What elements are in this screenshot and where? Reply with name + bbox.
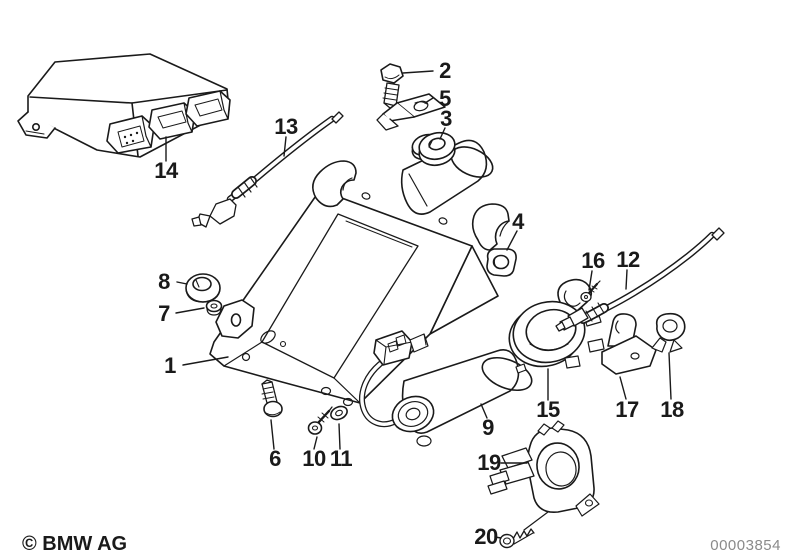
bushing-8-drawing	[186, 274, 220, 302]
switch-housing-19-drawing	[488, 421, 599, 530]
callout-5: 5	[439, 86, 451, 111]
bolt-2-drawing	[381, 64, 403, 108]
callout-18: 18	[660, 397, 684, 422]
callout-8: 8	[158, 269, 170, 294]
callout-17: 17	[615, 397, 639, 422]
callout-7: 7	[158, 301, 170, 326]
cable-12-drawing	[556, 228, 724, 331]
callout-1: 1	[164, 353, 176, 378]
bracket-17-drawing	[602, 314, 656, 374]
document-number: 00003854	[710, 537, 781, 554]
callout-15: 15	[536, 397, 560, 422]
callout-16: 16	[581, 248, 605, 273]
grommet-3-drawing	[417, 130, 458, 169]
callout-3: 3	[440, 106, 452, 131]
callout-20: 20	[474, 524, 498, 549]
clip-nut-5-drawing	[377, 94, 445, 130]
callout-6: 6	[269, 446, 281, 471]
screw-10-drawing	[309, 407, 333, 434]
callout-9: 9	[482, 415, 494, 440]
cable-13-drawing	[192, 112, 343, 227]
callout-12: 12	[616, 247, 640, 272]
clamp-18-drawing	[652, 314, 685, 352]
grommet-4-drawing	[487, 249, 516, 276]
nut-7-drawing	[207, 301, 222, 316]
callout-2: 2	[439, 58, 451, 83]
callout-4: 4	[512, 209, 524, 234]
bolt-6-drawing	[262, 380, 282, 417]
callout-13: 13	[274, 114, 298, 139]
callout-14: 14	[154, 158, 178, 183]
drive-motor-9-drawing	[362, 331, 536, 446]
callout-10: 10	[302, 446, 326, 471]
washer-11-drawing	[329, 404, 349, 422]
screw-16-drawing	[581, 281, 600, 302]
control-module-14-drawing	[18, 54, 230, 157]
copyright-watermark: © BMW AG	[22, 533, 128, 555]
callout-leader-lines	[166, 71, 671, 538]
screw-20-drawing	[500, 529, 534, 548]
callout-19: 19	[477, 450, 501, 475]
callout-11: 11	[329, 446, 353, 471]
